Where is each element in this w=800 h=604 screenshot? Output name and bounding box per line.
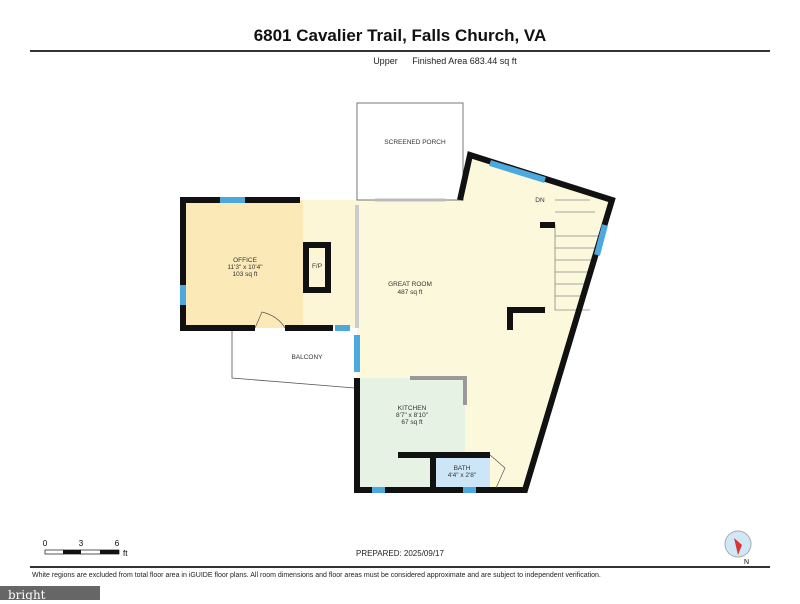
prepared-date: PREPARED: 2025/09/17 — [356, 549, 444, 558]
great-room-label: GREAT ROOM — [388, 281, 432, 288]
scale-unit: ft — [123, 549, 128, 558]
footer-divider — [30, 566, 770, 568]
kitchen-dims: 8'7" x 8'10" — [396, 412, 429, 419]
page-title: 6801 Cavalier Trail, Falls Church, VA — [253, 26, 547, 45]
office-area — [183, 200, 303, 328]
stairs-down-label: DN — [535, 197, 545, 204]
bath-label: BATH — [454, 465, 471, 472]
office-dims: 11'3" x 10'4" — [227, 264, 263, 271]
disclaimer: White regions are excluded from total fl… — [32, 572, 601, 579]
scale-tick-6: 6 — [115, 539, 120, 548]
scale-tick-3: 3 — [79, 539, 84, 548]
porch-label: SCREENED PORCH — [384, 139, 446, 146]
staircase — [540, 199, 600, 311]
balcony-label: BALCONY — [291, 354, 323, 361]
great-room-area-text: 487 sq ft — [398, 289, 423, 296]
compass-icon: N — [724, 530, 752, 566]
compass-north: N — [744, 559, 749, 566]
office-area-text: 103 sq ft — [233, 271, 258, 278]
kitchen-counter — [410, 376, 467, 405]
scale-bar: 0 3 6 ft — [43, 539, 128, 558]
scale-tick-0: 0 — [43, 539, 48, 548]
office-label: OFFICE — [233, 257, 257, 264]
floor-summary: Upper Finished Area 683.44 sq ft — [0, 56, 800, 66]
windows — [180, 160, 608, 493]
fireplace-label: F/P — [312, 263, 322, 270]
screened-porch — [356, 102, 464, 201]
floor-name: Upper — [373, 56, 398, 66]
office-door-swing — [254, 311, 286, 329]
header-divider — [30, 50, 770, 52]
bath-dims: 4'4" x 2'8" — [448, 472, 477, 479]
finished-area: Finished Area 683.44 sq ft — [412, 56, 517, 66]
balcony-outline — [231, 328, 356, 389]
bath-area — [433, 455, 490, 488]
brand-logo: bright — [0, 586, 100, 602]
kitchen-label: KITCHEN — [398, 405, 427, 412]
bath-door-swing — [489, 454, 506, 489]
kitchen-area-text: 67 sq ft — [401, 419, 423, 426]
